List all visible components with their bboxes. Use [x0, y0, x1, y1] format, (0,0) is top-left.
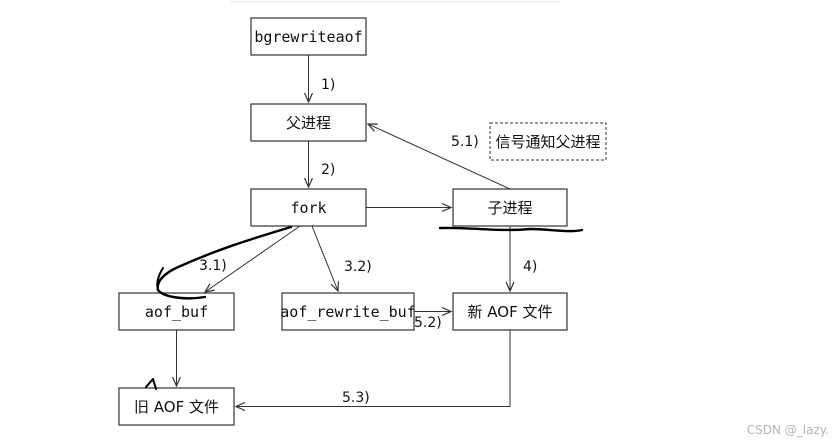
pen-mark-aof-buf-hook [156, 267, 164, 291]
node-aof-buf-box [118, 292, 235, 331]
step-label-1: 1) [321, 77, 335, 93]
node-child-process-box [452, 188, 568, 227]
node-child-process: 子进程 [452, 188, 568, 227]
node-signal-note-box [489, 122, 607, 161]
pen-mark-aof-buf [156, 225, 293, 300]
step-label-2: 2) [321, 162, 335, 178]
step-label-3-1: 3.1) [199, 258, 227, 274]
arrow-child-to-parent [368, 124, 511, 190]
watermark-text: CSDN @_lazy. [747, 423, 829, 437]
node-aof-rewrite-buf-label: aof_rewrite_buf [280, 303, 415, 321]
node-aof-buf-label: aof_buf [145, 303, 208, 321]
node-bgrewriteaof-label: bgrewriteaof [254, 28, 362, 46]
node-old-aof-file-box [118, 387, 235, 426]
node-aof-rewrite-buf-box [281, 292, 415, 331]
step-label-4: 4) [523, 259, 537, 275]
node-aof-buf: aof_buf [118, 292, 235, 331]
arrow-new-aof-to-old-aof [236, 330, 511, 407]
node-signal-note-label: 信号通知父进程 [495, 133, 600, 151]
node-old-aof-file-label: 旧 AOF 文件 [134, 398, 219, 416]
node-new-aof-file-box [452, 292, 568, 331]
pen-underline-child [438, 226, 584, 233]
arrow-fork-to-aof-buf [205, 225, 301, 292]
node-parent-process-box [250, 103, 367, 142]
node-bgrewriteaof: bgrewriteaof [250, 17, 367, 56]
node-fork: fork [250, 188, 367, 227]
node-old-aof-file: 旧 AOF 文件 [118, 387, 235, 426]
node-parent-process-label: 父进程 [286, 114, 331, 132]
node-fork-box [250, 188, 367, 227]
step-label-5-3: 5.3) [342, 390, 370, 406]
node-signal-note: 信号通知父进程 [489, 122, 607, 161]
node-new-aof-file: 新 AOF 文件 [452, 292, 568, 331]
node-new-aof-file-label: 新 AOF 文件 [468, 303, 553, 321]
pen-mark-old-aof [145, 378, 157, 390]
step-label-5-2: 5.2) [414, 315, 442, 331]
node-aof-rewrite-buf: aof_rewrite_buf [280, 292, 416, 331]
node-fork-label: fork [290, 199, 326, 217]
arrow-fork-to-aof-rewrite-buf [311, 225, 338, 291]
step-label-5-1: 5.1) [451, 134, 479, 150]
step-label-3-2: 3.2) [344, 259, 372, 275]
node-parent-process: 父进程 [250, 103, 367, 142]
node-child-process-label: 子进程 [487, 199, 532, 217]
